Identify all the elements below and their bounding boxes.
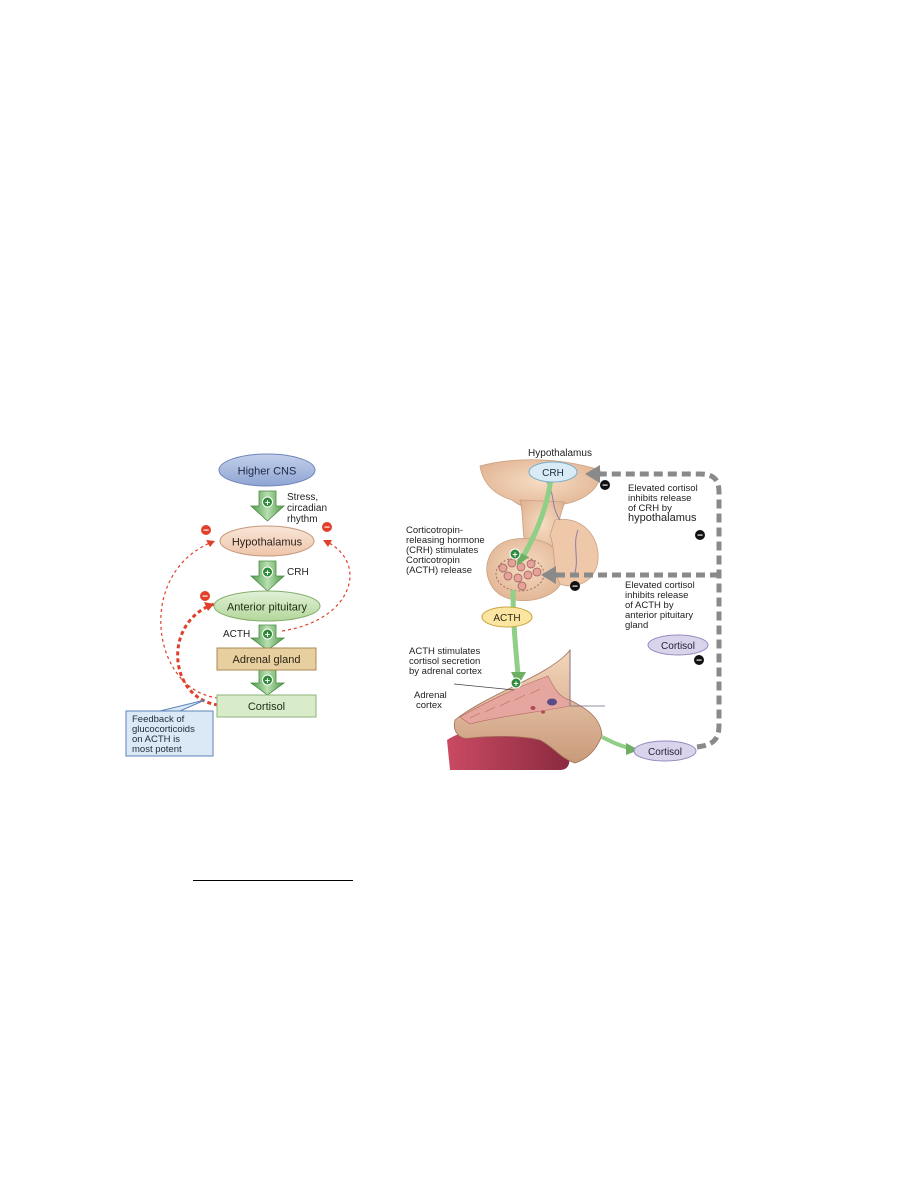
right-feedback-loops	[555, 471, 722, 750]
arrowhead	[626, 743, 639, 755]
svg-text:−: −	[202, 592, 208, 603]
callout-feedback: Feedback of glucocorticoids on ACTH is m…	[125, 699, 214, 757]
svg-text:CRH: CRH	[542, 468, 564, 479]
minus-badge: −	[694, 655, 704, 667]
minus-badge: −	[600, 480, 610, 492]
plus-badge: +	[510, 677, 522, 689]
label-adrenal-cortex: Adrenal cortex	[414, 690, 449, 711]
node-crh: CRH	[528, 461, 578, 483]
plus-badge: +	[509, 548, 521, 560]
svg-text:Feedback of glucocorti: Feedback of glucocorticoids on ACTH is m…	[132, 714, 197, 755]
feedback-cortisol-to-hypothalamus	[160, 540, 219, 699]
adrenal-medulla-cell	[547, 698, 557, 706]
footnote-rule	[193, 880, 353, 881]
node-cortisol-bottom: Cortisol	[633, 740, 697, 762]
left-feedback-arrows	[160, 539, 351, 707]
node-higher-cns: Higher CNS	[218, 453, 316, 487]
svg-text:−: −	[324, 523, 330, 534]
svg-text:Cortisol: Cortisol	[648, 747, 682, 758]
svg-text:+: +	[512, 550, 517, 560]
right-anatomical-diagram: − − − − + + CRH ACTH Cortisol Cortisol H…	[406, 448, 722, 770]
label-stress-circadian: Stress, circadian rhythm	[287, 492, 330, 525]
svg-text:−: −	[696, 656, 702, 667]
plus-badge: +	[262, 628, 273, 640]
svg-text:+: +	[265, 498, 270, 508]
feedback-loop-outer	[600, 471, 722, 750]
arrow-to-cortisol	[601, 735, 631, 750]
arrowhead	[206, 540, 215, 547]
left-plus-badges: + + + +	[262, 496, 273, 686]
posterior-lobe	[549, 518, 599, 587]
minus-badge: −	[695, 530, 705, 542]
svg-text:Hypothalamus: Hypothalamus	[232, 537, 303, 549]
plus-badge: +	[262, 496, 273, 508]
svg-text:Cortisol: Cortisol	[248, 701, 285, 713]
minus-badge: −	[321, 521, 333, 534]
feedback-cortisol-to-pituitary	[176, 602, 219, 707]
svg-text:−: −	[203, 526, 209, 537]
node-acth: ACTH	[481, 606, 533, 628]
svg-text:−: −	[602, 481, 608, 492]
svg-text:ACTH: ACTH	[493, 613, 520, 624]
right-minus-badges: − − − −	[570, 480, 705, 667]
minus-badge: −	[199, 590, 211, 603]
minus-badge: −	[570, 581, 580, 593]
svg-text:+: +	[265, 630, 270, 640]
node-cortisol: Cortisol	[216, 694, 317, 718]
arrowhead	[541, 566, 556, 584]
minus-badge: −	[200, 524, 212, 537]
adrenal-cortex-cells	[469, 688, 541, 719]
node-hypothalamus: Hypothalamus	[219, 525, 315, 557]
label-inhibit-crh: Elevated cortisol inhibits release of CR…	[628, 483, 700, 524]
svg-text:+: +	[265, 568, 270, 578]
svg-text:Adrenal gland: Adrenal gland	[233, 654, 301, 666]
arrow-acth-down	[510, 589, 521, 676]
plus-badge: +	[262, 674, 273, 686]
arrowhead	[323, 540, 332, 547]
svg-text:−: −	[697, 531, 703, 542]
svg-text:+: +	[265, 676, 270, 686]
adrenal-medulla-cell	[530, 706, 536, 710]
left-minus-badges: − − −	[199, 521, 333, 603]
anterior-lobe	[486, 538, 564, 601]
adrenal-illustration	[447, 648, 605, 770]
feedback-acth-to-hypothalamus	[281, 539, 351, 632]
adrenal-cortex-pointer	[453, 683, 515, 691]
plus-badge: +	[262, 566, 273, 578]
label-inhibit-acth: Elevated cortisol inhibits release of AC…	[625, 580, 697, 631]
arrowhead	[204, 602, 214, 611]
vessel	[573, 529, 579, 576]
svg-text:Higher CNS: Higher CNS	[238, 466, 297, 478]
node-cortisol-right: Cortisol	[647, 634, 709, 656]
arrowhead	[585, 465, 600, 483]
label-hypothalamus-title: Hypothalamus	[528, 448, 592, 459]
label-acth-note: ACTH stimulates cortisol secretion by ad…	[409, 646, 483, 677]
svg-text:Anterior pituitary: Anterior pituitary	[227, 602, 308, 614]
label-crh: CRH	[287, 567, 309, 578]
node-adrenal-gland: Adrenal gland	[216, 647, 317, 671]
left-flowchart: + + + + − − − Higher CNS Hypothalamus	[125, 453, 351, 757]
svg-text:+: +	[513, 679, 518, 689]
svg-text:Cortisol: Cortisol	[661, 641, 695, 652]
adrenal-medulla-cell	[541, 710, 545, 714]
svg-text:−: −	[572, 582, 578, 593]
label-acth: ACTH	[223, 629, 250, 640]
label-crh-note: Corticotropin- releasing hormone (CRH) s…	[406, 525, 487, 576]
node-anterior-pituitary: Anterior pituitary	[213, 590, 321, 622]
